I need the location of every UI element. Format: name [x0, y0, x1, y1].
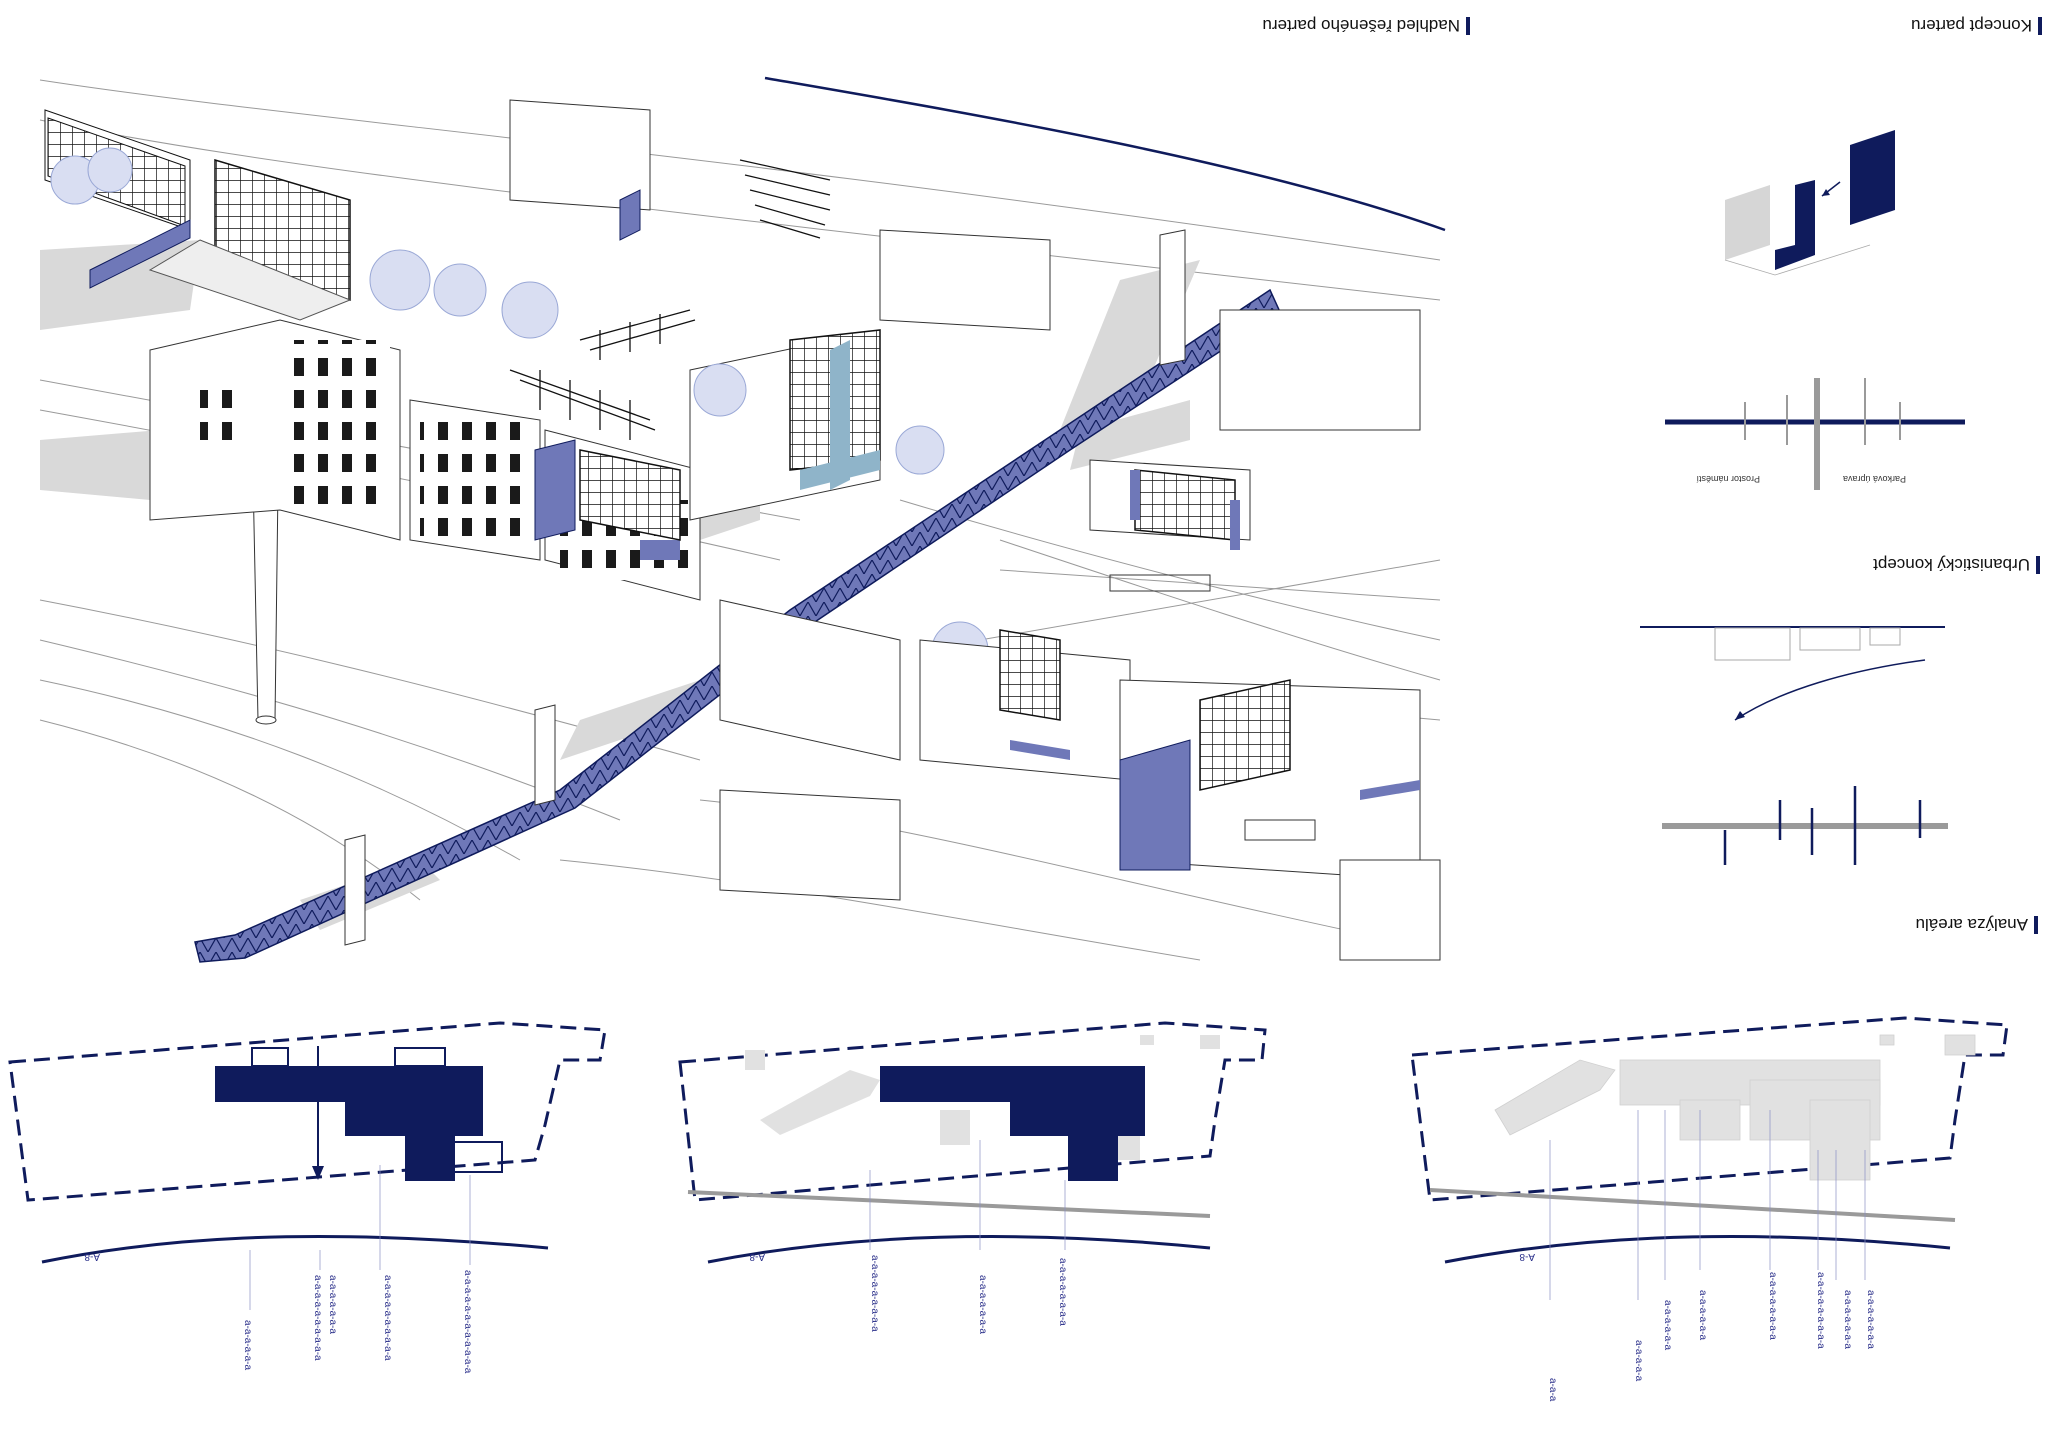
site-analysis-diagram	[1662, 786, 1948, 865]
label-park: Parková úprava	[1843, 474, 1906, 484]
plan-annotations	[249, 1165, 471, 1310]
svg-text:a-a-a-a-a-a-a-a-a-a: a-a-a-a-a-a-a-a-a-a	[382, 1275, 393, 1361]
site-boundary	[8, 1021, 607, 1202]
svg-text:a-a-a-a-a-a-a: a-a-a-a-a-a-a	[1865, 1290, 1876, 1349]
existing-buildings	[1494, 1034, 1976, 1181]
axonometric-view	[39, 76, 1446, 963]
svg-text:a-a-a-a-a-a-a-a-a: a-a-a-a-a-a-a-a-a	[869, 1255, 880, 1332]
svg-text:a-a-a-a-a-a-a-a-a-a-a-a: a-a-a-a-a-a-a-a-a-a-a-a	[462, 1270, 473, 1374]
urban-concept-diagram: Prostor náměstí Parková úprava	[1665, 378, 1965, 490]
building-footprint	[215, 1066, 483, 1181]
svg-text:a-a-a: a-a-a	[1547, 1378, 1558, 1402]
river-line	[41, 1234, 549, 1264]
svg-text:A-8: A-8	[1519, 1251, 1535, 1262]
svg-text:Analýza areálu: Analýza areálu	[1916, 915, 2028, 934]
svg-text:a-a-a-a-a-a-a: a-a-a-a-a-a-a	[977, 1275, 988, 1334]
svg-text:a-a-a-a-a-a-a-a-a-a: a-a-a-a-a-a-a-a-a-a	[312, 1275, 323, 1361]
urban-concept-sketch	[1640, 626, 1945, 721]
glass-facades-east	[999, 469, 1420, 871]
svg-text:a-a-a-a-a-a-a-a-a: a-a-a-a-a-a-a-a-a	[1815, 1272, 1826, 1349]
svg-text:a-a-a-a-a-a: a-a-a-a-a-a	[242, 1320, 253, 1370]
svg-text:A-8: A-8	[84, 1251, 100, 1262]
svg-text:a-a-a-a-a-a-a-a: a-a-a-a-a-a-a-a	[1767, 1272, 1778, 1340]
building-footprint	[880, 1066, 1145, 1181]
svg-text:Koncept parteru: Koncept parteru	[1911, 16, 2032, 35]
heading-pattern-view: Nadhled řešeného parteru	[1262, 16, 1470, 35]
pattern-concept-diagram	[1724, 130, 1895, 276]
svg-text:a-a-a-a-a-a-a: a-a-a-a-a-a-a	[327, 1275, 338, 1334]
river-line	[764, 76, 1446, 232]
site-plan-left: A-8 a-a-a-a-a-a a-a-a-a-a-a-a-a-a-a a-a-…	[8, 1021, 607, 1374]
svg-text:Urbanistický koncept: Urbanistický koncept	[1873, 555, 2030, 574]
svg-text:A-8: A-8	[749, 1251, 765, 1262]
heading-site-analysis: Analýza areálu	[1916, 915, 2038, 934]
svg-text:a-a-a-a-a-a-a-a: a-a-a-a-a-a-a-a	[1057, 1258, 1068, 1326]
heading-pattern-concept: Koncept parteru	[1911, 16, 2042, 35]
pergola-structures	[509, 159, 831, 440]
svg-text:a-a-a-a-a-a: a-a-a-a-a-a	[1697, 1290, 1708, 1340]
svg-text:a-a-a-a-a-a-a: a-a-a-a-a-a-a	[1842, 1290, 1853, 1349]
site-plan-middle: A-8 a-a-a-a-a-a-a-a-a a-a-a-a-a-a-a a-a-…	[678, 1021, 1267, 1334]
truss-walkway	[194, 229, 1281, 963]
heading-urban-concept: Urbanistický koncept	[1873, 555, 2040, 574]
site-plan-right: A-8 a-a-a a-a-a-a-a a-a-a-a-a-a a-a-a-a-…	[1410, 1016, 2009, 1402]
glass-pavilion	[579, 329, 881, 541]
label-square-space: Prostor náměstí	[1696, 474, 1760, 484]
svg-text:a-a-a-a-a-a: a-a-a-a-a-a	[1662, 1300, 1673, 1350]
svg-text:Nadhled řešeného parteru: Nadhled řešeného parteru	[1262, 16, 1460, 35]
svg-text:a-a-a-a-a: a-a-a-a-a	[1633, 1340, 1644, 1382]
